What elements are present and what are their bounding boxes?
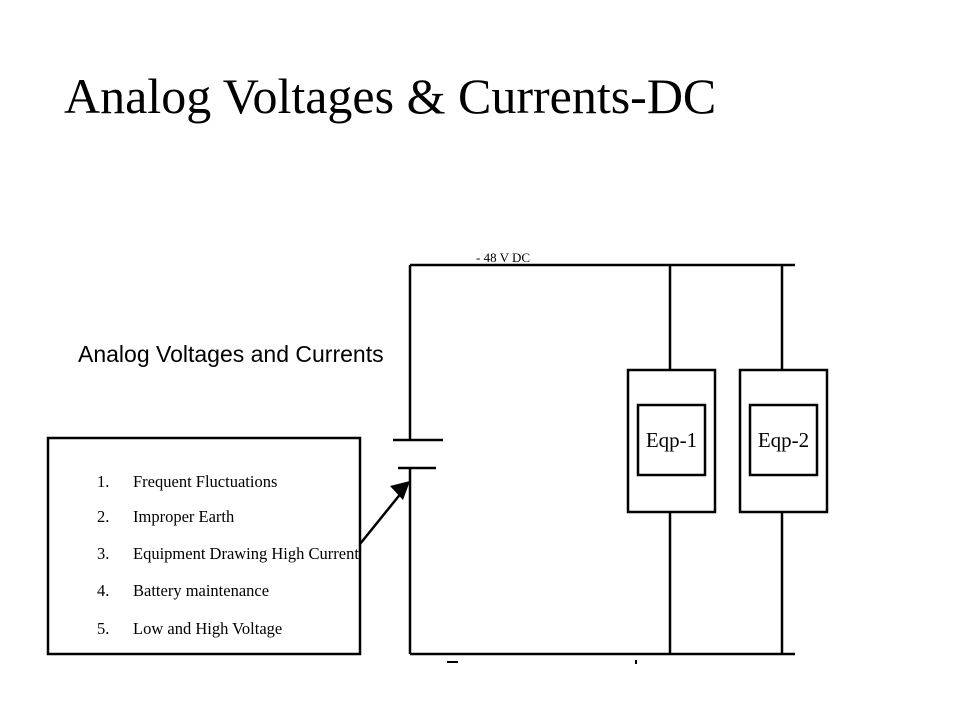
issue-text: Battery maintenance (133, 581, 269, 600)
issue-number: 4. (97, 581, 109, 600)
slide-title: Analog Voltages & Currents-DC (64, 68, 717, 124)
eqp2-label: Eqp-2 (758, 428, 809, 452)
issue-text: Improper Earth (133, 507, 235, 526)
issue-text: Frequent Fluctuations (133, 472, 277, 491)
eqp1-inner-box (636, 403, 707, 477)
issue-text: Equipment Drawing High Current (133, 544, 359, 563)
diagram-heading: Analog Voltages and Currents (78, 341, 384, 367)
issue-number: 5. (97, 619, 109, 638)
issue-text: Low and High Voltage (133, 619, 282, 638)
issue-number: 3. (97, 544, 109, 563)
eqp2-outer-box (738, 368, 829, 514)
issue-number: 1. (97, 472, 109, 491)
pointer-arrow-line (359, 491, 403, 545)
issues-box (46, 436, 362, 656)
top-rail-label: - 48 V DC (476, 250, 530, 265)
eqp1-outer-box (626, 368, 717, 514)
pointer-arrowhead (390, 481, 410, 500)
eqp1-label: Eqp-1 (646, 428, 697, 452)
eqp2-inner-box (748, 403, 819, 477)
issue-number: 2. (97, 507, 109, 526)
